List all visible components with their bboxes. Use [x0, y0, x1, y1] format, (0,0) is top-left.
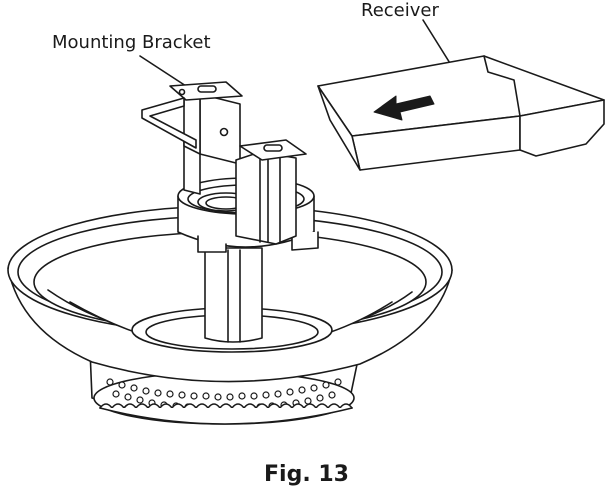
mounting-bracket — [141, 81, 307, 245]
center-post — [204, 247, 263, 343]
insert-arrow — [373, 95, 435, 121]
receiver-box — [317, 55, 605, 171]
figure-caption: Fig. 13 — [264, 462, 349, 487]
receiver-label: Receiver — [361, 0, 439, 21]
bracket-leader-line — [139, 55, 187, 87]
scalloped-band — [99, 403, 353, 409]
mounting-bracket-label: Mounting Bracket — [52, 32, 211, 53]
